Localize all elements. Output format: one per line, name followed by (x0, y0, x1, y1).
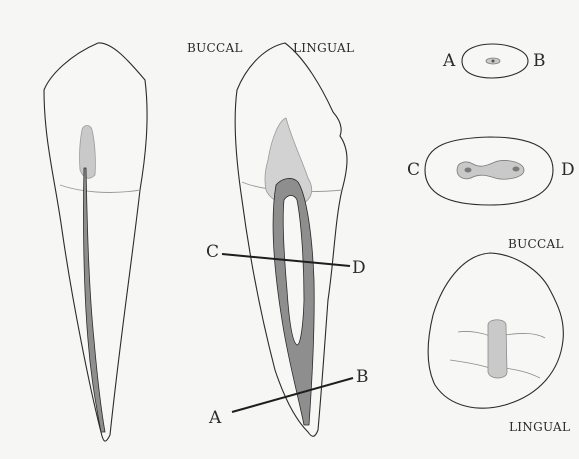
label-lingual-bottom: LINGUAL (509, 421, 570, 433)
label-lingual-top: LINGUAL (293, 42, 354, 54)
label-b-section-line: B (356, 369, 369, 386)
cross-section-cd-canal-left (465, 168, 472, 173)
label-a-cross-section: A (443, 53, 455, 70)
occlusal-view (428, 253, 563, 408)
label-buccal-right: BUCCAL (508, 238, 564, 250)
label-buccal-top: BUCCAL (187, 42, 243, 54)
cross-section-cd-canal-right (513, 167, 520, 172)
label-d-cross-section: D (561, 162, 575, 179)
label-c-cross-section: C (407, 162, 420, 179)
cross-section-ab (462, 44, 528, 78)
label-b-cross-section: B (533, 53, 546, 70)
label-a-section-line: A (209, 410, 221, 427)
label-d-section-line: D (352, 260, 366, 277)
left-pulp-horn (80, 126, 96, 179)
label-c-section-line: C (206, 244, 219, 261)
occlusal-pulp (488, 320, 507, 378)
middle-tooth (222, 43, 353, 436)
cross-section-ab-canal-dot (492, 60, 495, 63)
left-tooth (44, 43, 147, 441)
cross-section-cd (425, 137, 553, 205)
